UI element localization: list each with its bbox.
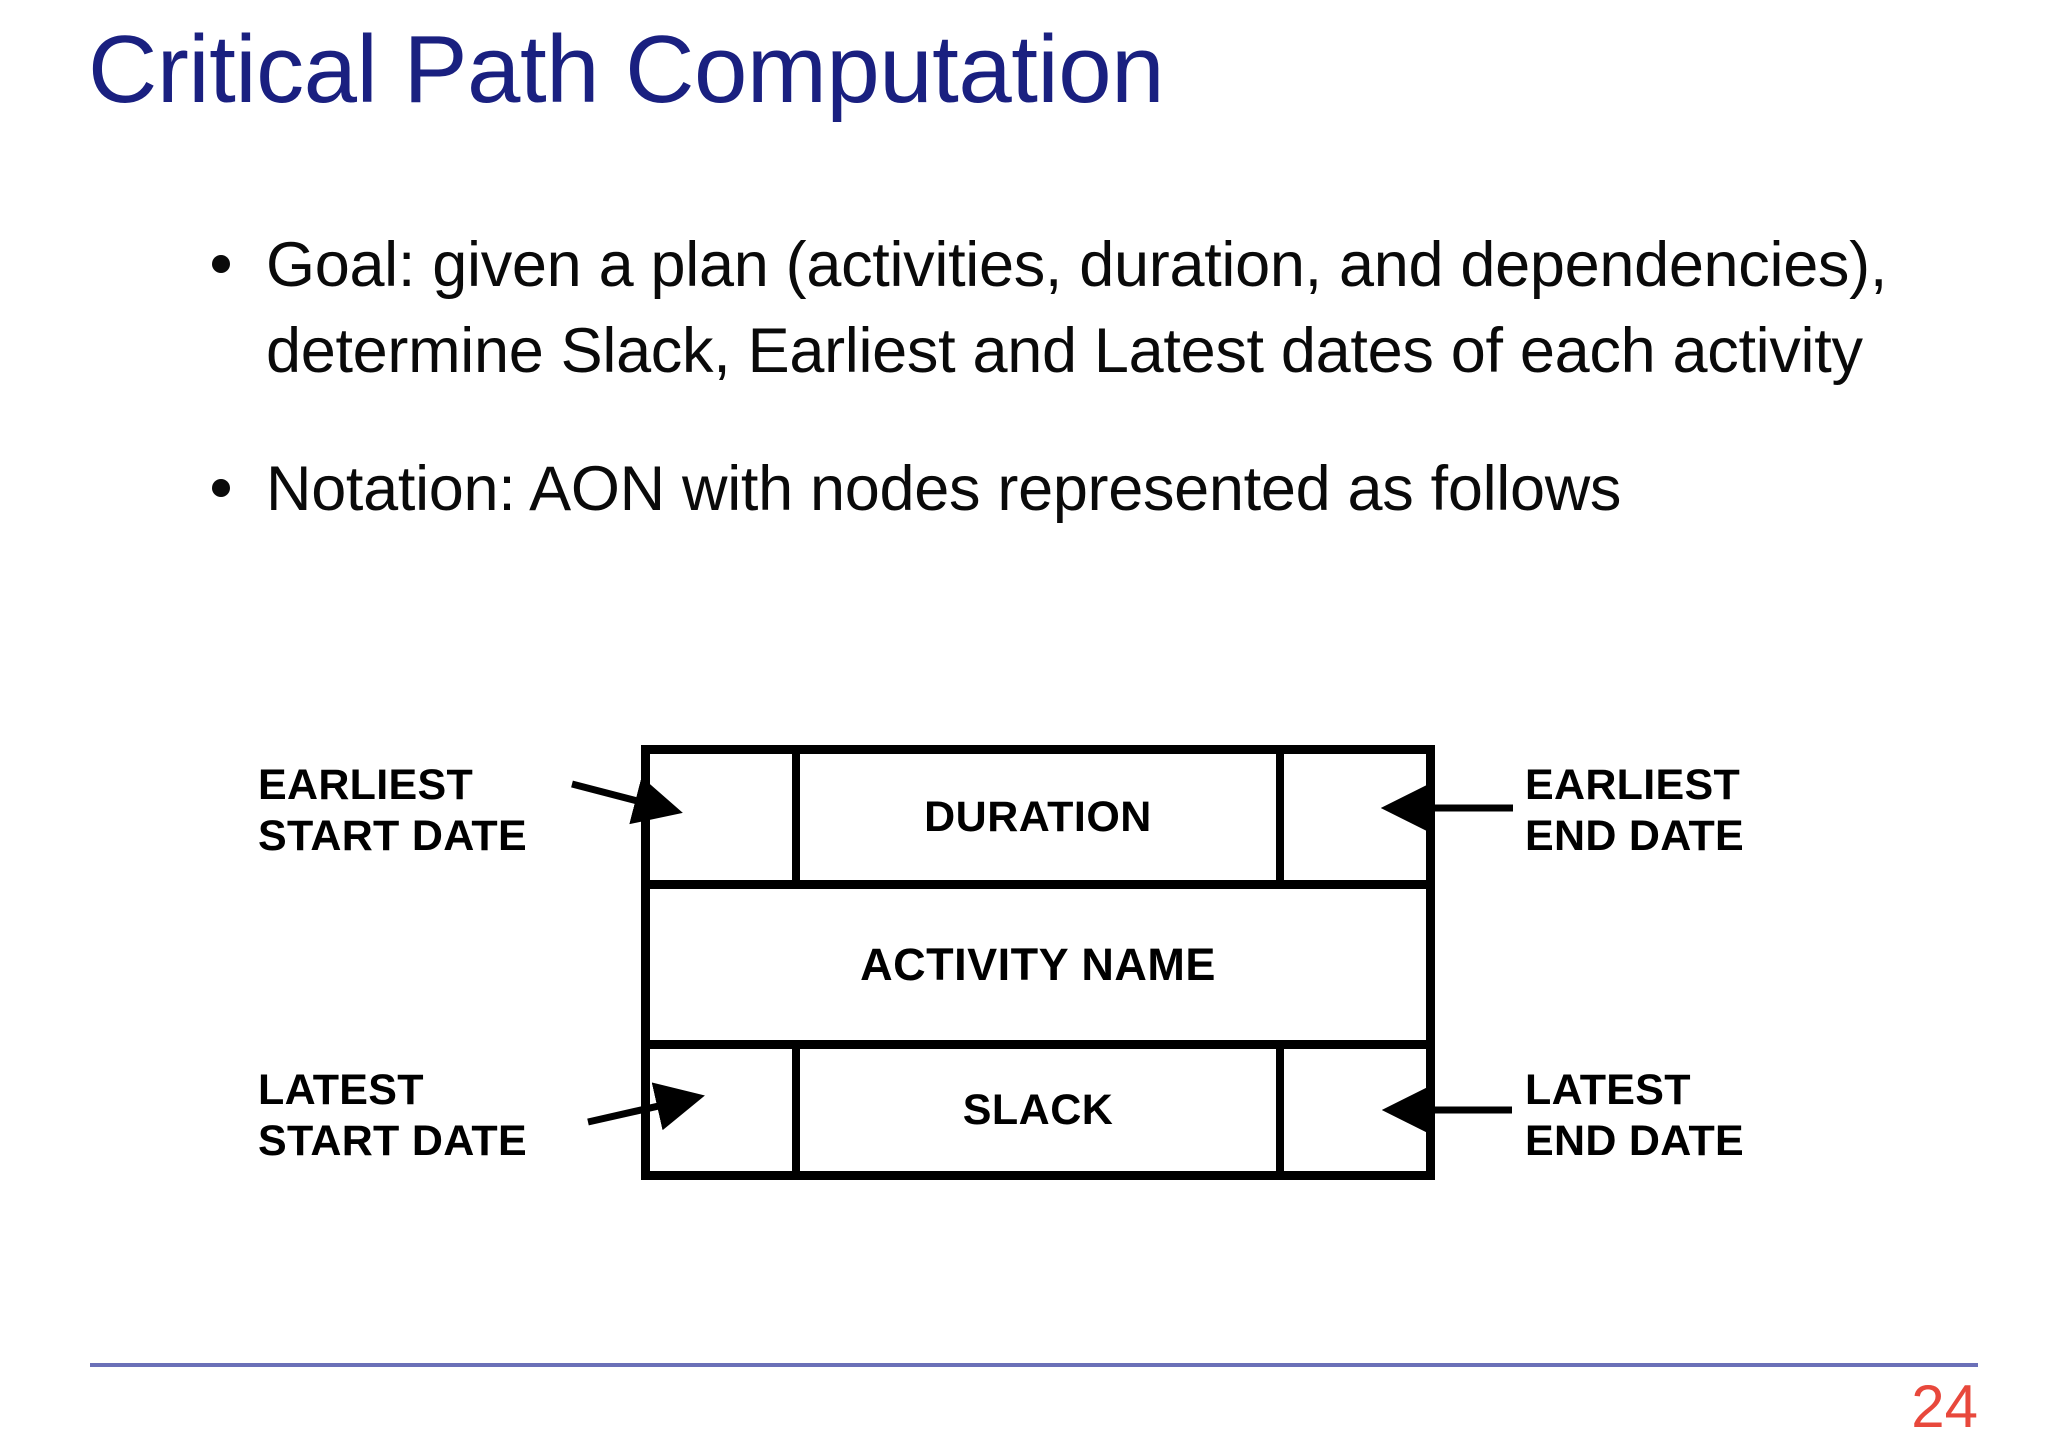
node-row-middle: ACTIVITY NAME — [650, 880, 1426, 1049]
bullet-text: Notation: AON with nodes represented as … — [266, 454, 1622, 524]
cell-latest-start-date — [650, 1049, 792, 1171]
node-row-top: DURATION — [650, 754, 1426, 880]
cell-activity-name: ACTIVITY NAME — [860, 938, 1216, 990]
cell-latest-end-date — [1284, 1049, 1426, 1171]
cell-earliest-start-date — [650, 754, 792, 880]
aon-node-diagram: DURATION ACTIVITY NAME SLACK — [641, 745, 1435, 1180]
cell-earliest-end-date — [1284, 754, 1426, 880]
page-number: 24 — [1911, 1373, 1978, 1440]
bullet-dot-icon — [212, 255, 230, 273]
callout-label-earliest-end-date: EARLIEST END DATE — [1525, 761, 1744, 860]
bullet-text: Goal: given a plan (activities, duration… — [266, 230, 1888, 386]
list-item: Goal: given a plan (activities, duration… — [200, 222, 1890, 394]
page-title: Critical Path Computation — [88, 16, 1164, 123]
list-item: Notation: AON with nodes represented as … — [200, 446, 1890, 532]
bullet-dot-icon — [212, 479, 230, 497]
bullet-list: Goal: given a plan (activities, duration… — [200, 222, 1890, 532]
callout-label-earliest-start-date: EARLIEST START DATE — [258, 761, 527, 860]
footer-divider — [90, 1363, 1978, 1367]
node-row-bottom: SLACK — [650, 1049, 1426, 1171]
callout-label-latest-end-date: LATEST END DATE — [1525, 1066, 1744, 1165]
callout-label-latest-start-date: LATEST START DATE — [258, 1066, 527, 1165]
cell-duration: DURATION — [792, 754, 1284, 880]
cell-slack: SLACK — [792, 1049, 1284, 1171]
